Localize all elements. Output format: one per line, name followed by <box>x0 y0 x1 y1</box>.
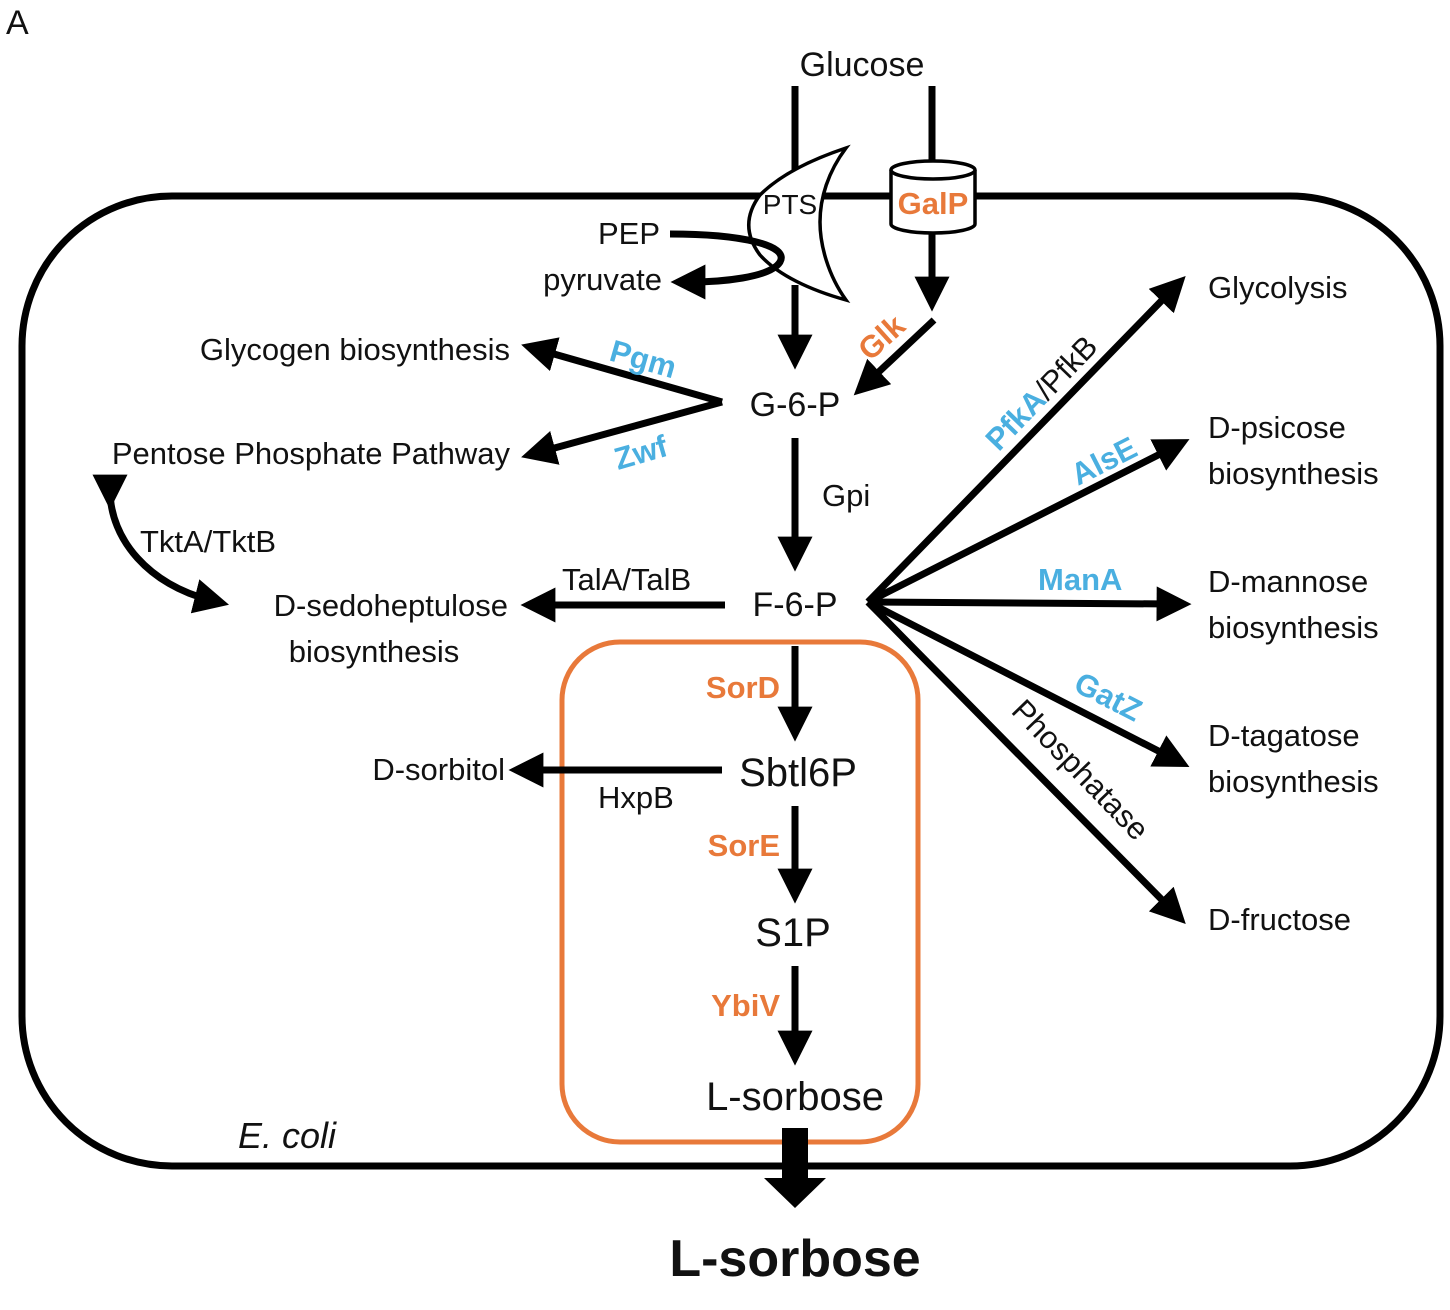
pts-label: PTS <box>763 189 817 220</box>
metabolite-g6p: G-6-P <box>750 386 841 424</box>
metabolite-glucose: Glucose <box>800 46 925 84</box>
pathway-tagatose-line2: biosynthesis <box>1208 764 1379 799</box>
pathway-psicose-line1: D-psicose <box>1208 410 1346 445</box>
metabolite-s1p: S1P <box>755 911 831 955</box>
enzyme-gatz: GatZ <box>1069 665 1148 728</box>
organism-label: E. coli <box>238 1115 337 1156</box>
enzyme-sore: SorE <box>708 828 780 863</box>
panel-label: A <box>6 4 29 42</box>
enzyme-tkt: TktA/TktB <box>140 524 276 559</box>
pathway-glycolysis: Glycolysis <box>1208 270 1348 305</box>
enzyme-sord: SorD <box>706 670 780 705</box>
phosphatase-arrow <box>865 599 1186 924</box>
enzyme-glk: Glk <box>851 307 912 367</box>
galp-transporter: GalP <box>889 159 977 235</box>
enzyme-pfk-group: PfkA/PfkB <box>979 329 1105 457</box>
metabolite-l-sorbose-inner: L-sorbose <box>706 1075 884 1119</box>
zwf-arrow <box>521 398 723 465</box>
metabolite-pep: PEP <box>598 216 660 251</box>
pathway-tagatose-line1: D-tagatose <box>1208 718 1360 753</box>
pathway-mannose-line2: biosynthesis <box>1208 610 1379 645</box>
galp-label: GalP <box>898 186 969 221</box>
svg-text:PfkA/PfkB: PfkA/PfkB <box>979 329 1105 457</box>
product-l-sorbose: L-sorbose <box>669 1230 920 1288</box>
metabolite-f6p: F-6-P <box>753 586 838 624</box>
pathway-glycogen: Glycogen biosynthesis <box>200 332 510 367</box>
pathway-fructose: D-fructose <box>1208 902 1351 937</box>
tkt-double-arrow <box>92 474 230 614</box>
metabolite-d-sorbitol: D-sorbitol <box>372 752 505 787</box>
enzyme-ybiv: YbiV <box>711 988 780 1023</box>
pts-transporter: PTS <box>747 144 851 304</box>
heterologous-pathway-box <box>559 639 921 1145</box>
pathway-ppp: Pentose Phosphate Pathway <box>112 436 511 471</box>
metabolite-sbtl6p: Sbtl6P <box>739 751 857 795</box>
alse-arrow <box>866 439 1190 606</box>
pathway-psicose-line2: biosynthesis <box>1208 456 1379 491</box>
export-arrow <box>764 1128 826 1208</box>
metabolite-pyruvate: pyruvate <box>543 262 662 297</box>
enzyme-mana: ManA <box>1038 562 1122 597</box>
mana-arrow <box>867 586 1192 622</box>
enzyme-tal: TalA/TalB <box>562 562 691 597</box>
enzyme-gpi: Gpi <box>822 478 870 513</box>
enzyme-zwf: Zwf <box>610 428 672 477</box>
enzyme-hxpb: HxpB <box>598 780 674 815</box>
pgm-arrow <box>521 337 723 406</box>
pathway-sedoheptulose-line2: biosynthesis <box>289 634 460 669</box>
pathway-sedoheptulose-line1: D-sedoheptulose <box>274 588 508 623</box>
gatz-arrow <box>866 598 1190 767</box>
pep-pyruvate-arrow <box>669 230 785 300</box>
pfk-arrow <box>865 275 1186 605</box>
glk-arrow <box>853 317 937 396</box>
cell-membrane <box>18 192 1444 1170</box>
pathway-mannose-line1: D-mannose <box>1208 564 1368 599</box>
